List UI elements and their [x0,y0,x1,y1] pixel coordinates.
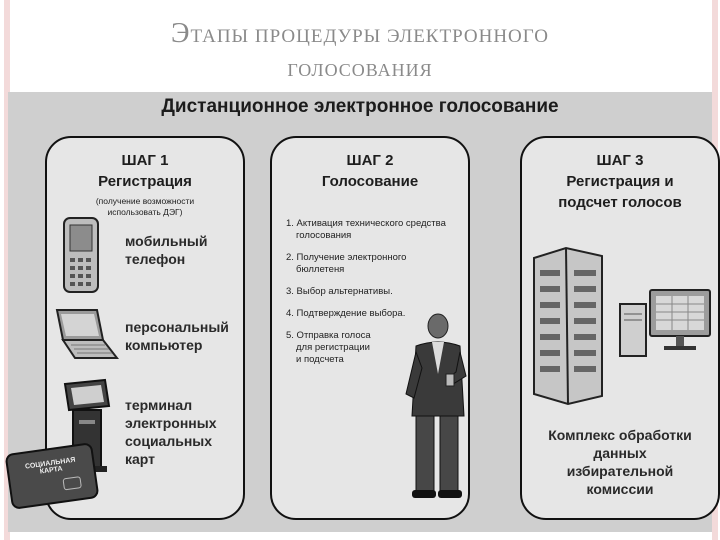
step3-name-line2: подсчет голосов [558,194,682,211]
step3-panel: ШАГ 3 Регистрация и подсчет голосов Комп… [520,136,720,520]
server-rack-icon [533,246,603,406]
diagram-title: Дистанционное электронное голосование [161,96,559,117]
step3-caption: Комплекс обработки данных избирательной … [548,427,692,497]
list-item: 4. Подтверждение выбора. [286,308,406,319]
step1-name: Регистрация [98,173,192,190]
step2-name: Голосование [321,173,419,190]
step3-label: ШАГ 3 [596,152,644,169]
slide-title-line2: ГОЛОСОВАНИЯ [287,60,433,80]
step3-name-line1: Регистрация и [566,173,674,190]
list-item: 3. Выбор альтернативы. [286,286,393,297]
laptop-icon [55,309,119,359]
voter-with-phone-icon [405,313,467,498]
slide-title-line1: ЭТАПЫ ПРОЦЕДУРЫ ЭЛЕКТРОННОГО [170,18,550,49]
step2-label: ШАГ 2 [346,152,394,169]
mobile-phone-icon [63,217,99,293]
left-edge-stripe [4,0,10,540]
desktop-computer-icon [619,289,711,357]
step1-label: ШАГ 1 [121,152,169,169]
